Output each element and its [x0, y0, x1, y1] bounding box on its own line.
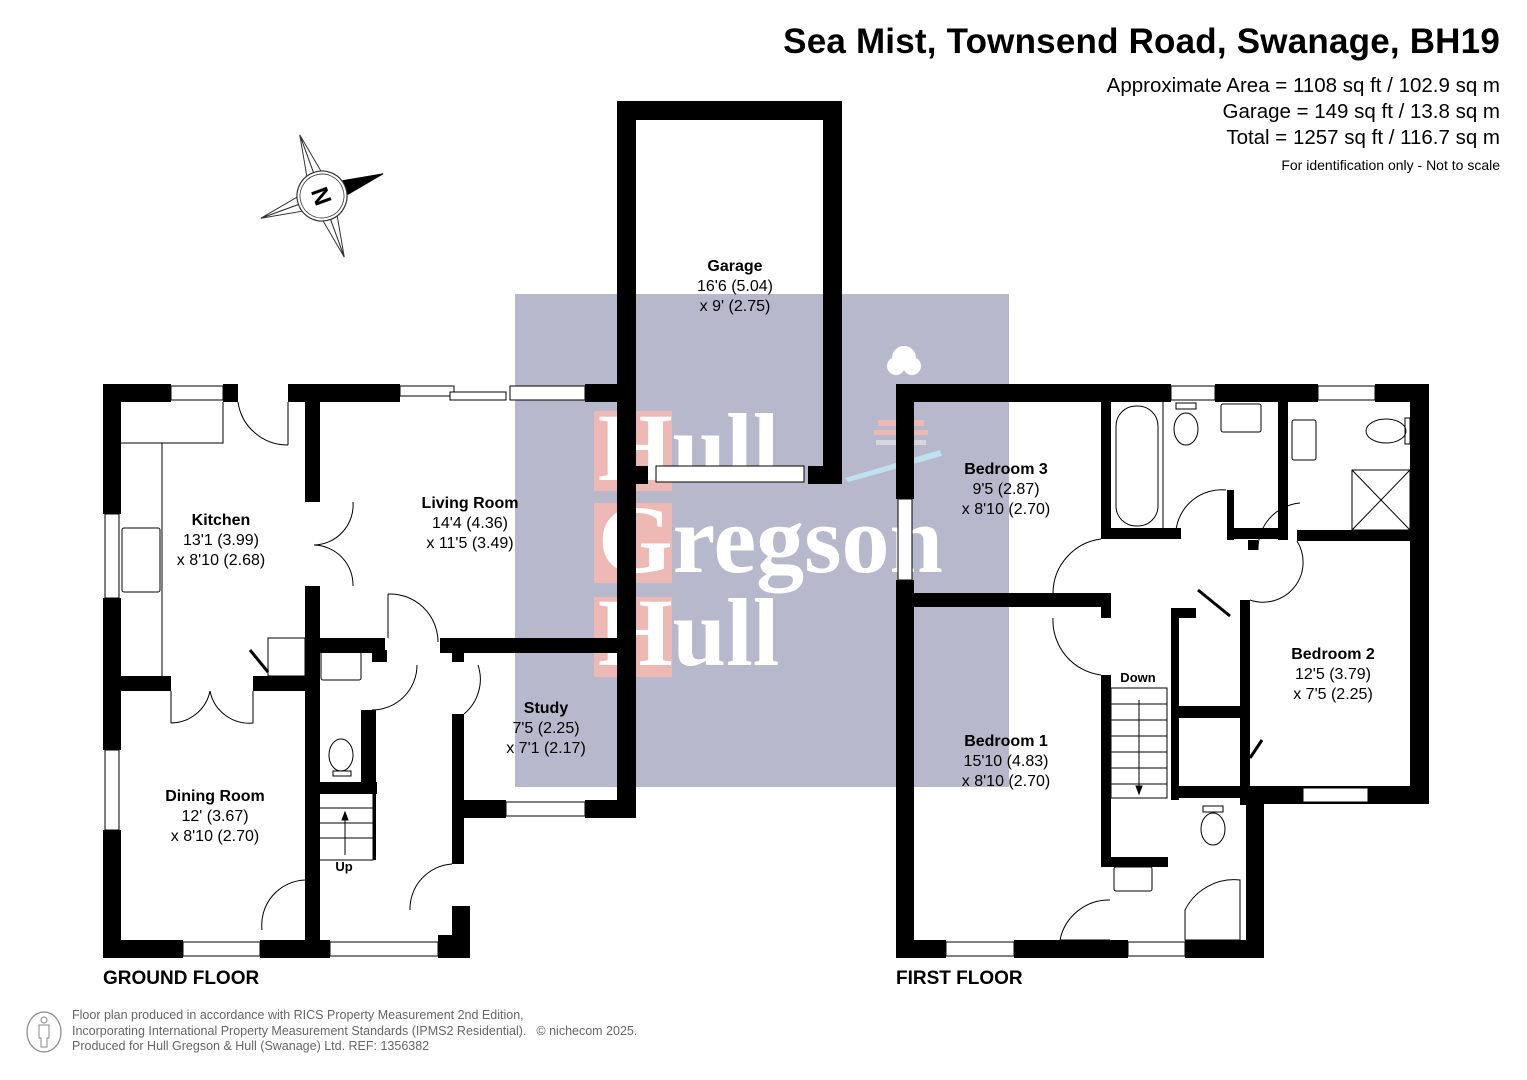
total-area: Total = 1257 sq ft / 116.7 sq m — [1226, 126, 1500, 149]
footer-disclaimer: Floor plan produced in accordance with R… — [72, 1008, 638, 1053]
garage-area: Garage = 149 sq ft / 13.8 sq m — [1222, 100, 1500, 123]
stairs-down-label: Down — [1120, 670, 1156, 685]
room-bedroom-1: Bedroom 1 15'10 (4.83) x 8'10 (2.70) — [961, 733, 1051, 790]
watermark-line-2: Gregson — [598, 486, 943, 593]
room-bedroom-2: Bedroom 2 12'5 (3.79) x 7'5 (2.25) — [1291, 646, 1375, 703]
first-floor-fixtures — [1052, 402, 1411, 941]
first-floor-label: FIRST FLOOR — [896, 968, 1023, 989]
room-dining-room: Dining Room 12' (3.67) x 8'10 (2.70) — [165, 788, 265, 845]
room-bedroom-3: Bedroom 3 9'5 (2.87) x 8'10 (2.70) — [961, 461, 1051, 518]
approximate-area: Approximate Area = 1108 sq ft / 102.9 sq… — [1106, 74, 1500, 97]
copyright: © nichecom 2025. — [536, 1023, 638, 1038]
scale-disclaimer: For identification only - Not to scale — [1281, 157, 1500, 173]
stairs-up-label: Up — [335, 859, 353, 874]
room-kitchen: Kitchen 13'1 (3.99) x 8'10 (2.68) — [176, 512, 266, 569]
ground-floor-windows — [104, 385, 805, 957]
first-floor-walls — [896, 384, 1429, 958]
room-garage: Garage 16'6 (5.04) x 9' (2.75) — [697, 258, 773, 315]
watermark: Hull Gregson Hull — [515, 294, 1009, 787]
first-floor-windows — [897, 385, 1376, 957]
ground-floor-label: GROUND FLOOR — [103, 968, 260, 989]
property-title: Sea Mist, Townsend Road, Swanage, BH19 — [783, 22, 1500, 61]
room-living-room: Living Room 14'4 (4.36) x 11'5 (3.49) — [421, 495, 519, 552]
room-study: Study 7'5 (2.25) x 7'1 (2.17) — [506, 700, 586, 757]
north-arrow-compass-icon — [260, 134, 384, 258]
ground-floor-walls — [103, 101, 842, 958]
ground-floor-fixtures — [121, 401, 481, 931]
person-measurement-icon — [26, 1011, 62, 1053]
